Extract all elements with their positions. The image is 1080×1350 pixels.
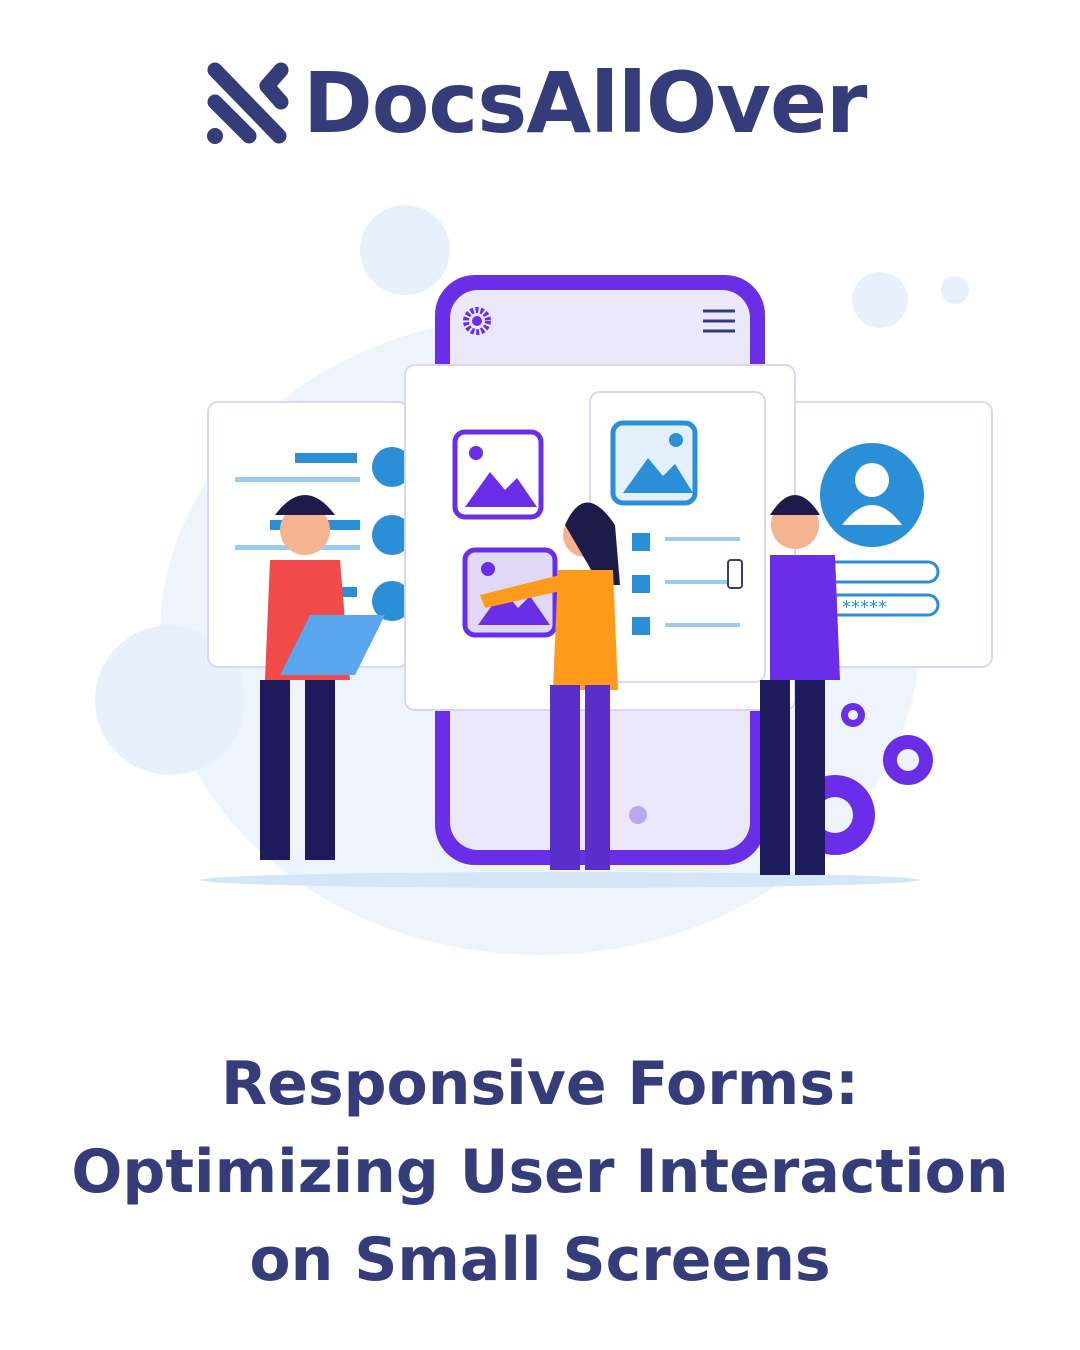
logo: DocsAllOver: [205, 54, 867, 152]
image-icon: [610, 420, 698, 506]
hamburger-menu-icon: [703, 309, 735, 333]
title-line-1: Responsive Forms:: [220, 1049, 860, 1119]
person-man-phone: [727, 495, 840, 875]
person-man-laptop: [260, 495, 385, 860]
image-icon: [452, 429, 544, 520]
password-mask: *****: [842, 597, 887, 618]
title-line-2: Optimizing User Interaction: [71, 1137, 1009, 1207]
person-woman: [480, 502, 620, 870]
brand-name: DocsAllOver: [303, 54, 867, 152]
user-avatar-icon: [820, 443, 924, 547]
title-line-3: on Small Screens: [249, 1225, 831, 1295]
hero-illustration: *****: [95, 205, 993, 955]
gear-icon: [463, 307, 491, 335]
page-title: Responsive Forms: Optimizing User Intera…: [0, 1040, 1080, 1304]
logo-mark-icon: [207, 62, 289, 144]
